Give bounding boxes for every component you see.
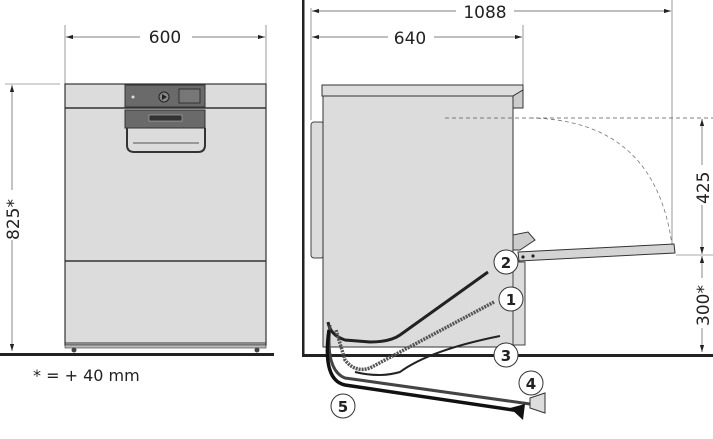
hose-5: [325, 329, 521, 413]
width-label: 600: [149, 28, 181, 48]
door-handle: [126, 128, 206, 153]
svg-text:1: 1: [506, 291, 516, 309]
door-swing-arc: [529, 117, 673, 246]
svg-text:2: 2: [501, 254, 511, 272]
floor-line: [0, 353, 274, 356]
callout-4: 4: [518, 370, 544, 396]
display-screen: [178, 88, 201, 104]
height-label: 825*: [4, 199, 24, 240]
hose-3: [354, 335, 501, 376]
svg-text:3: 3: [501, 347, 511, 365]
footnote: * = + 40 mm: [33, 366, 140, 385]
brand-logo: [148, 114, 183, 122]
wall-line: [302, 0, 305, 357]
callout-5: 5: [330, 393, 356, 419]
door-level-label: 300*: [694, 285, 713, 326]
front-view: 600 825* * = + 40 mm: [0, 25, 274, 385]
callout-1: 1: [498, 286, 524, 312]
callout-2: 2: [493, 249, 519, 275]
body-depth-label: 640: [394, 29, 426, 49]
side-view: 1088 640 425 300* 2 1 3 4 5: [302, 0, 713, 420]
door-height-label: 425: [694, 172, 713, 204]
total-depth-label: 1088: [463, 3, 506, 23]
callout-3: 3: [493, 342, 519, 368]
svg-text:5: 5: [338, 398, 348, 416]
water-inlet-hose-1: [334, 300, 495, 372]
side-body: [322, 87, 514, 348]
svg-text:4: 4: [526, 375, 536, 393]
open-door: [517, 243, 676, 262]
